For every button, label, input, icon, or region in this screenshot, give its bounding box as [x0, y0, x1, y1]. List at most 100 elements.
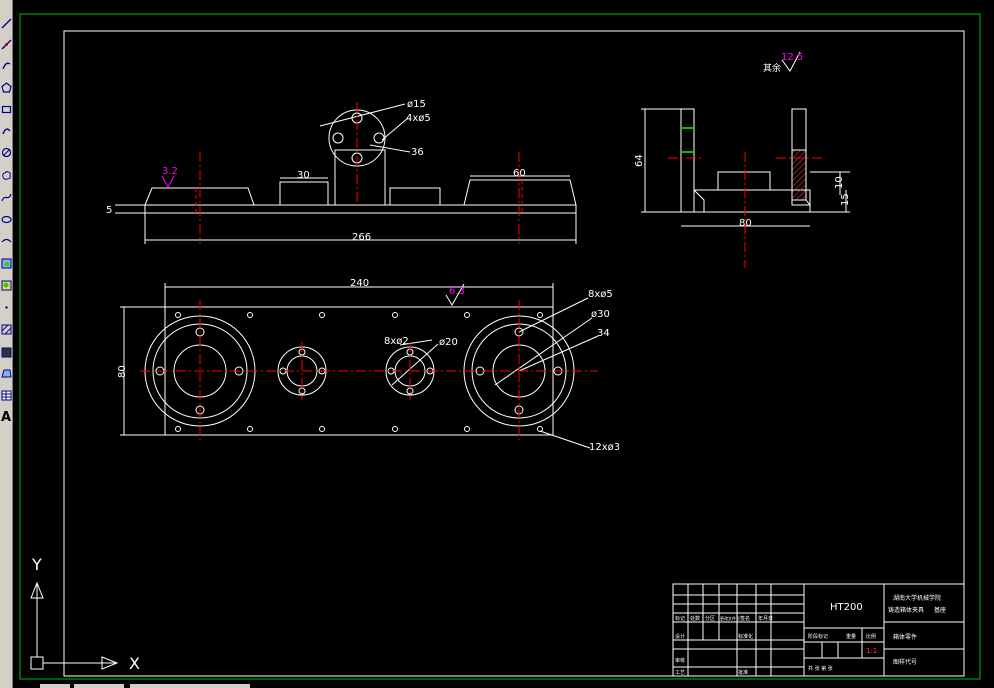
- title-drawing-name: 基座: [934, 606, 946, 614]
- side-dim-height: 64: [634, 154, 645, 167]
- side-dim-10-label: 10: [834, 176, 845, 189]
- point-tool-button[interactable]: [0, 298, 12, 316]
- front-leader: [381, 117, 409, 141]
- front-block-right: [389, 187, 441, 206]
- multiline-text-tool-icon: A: [0, 409, 12, 425]
- table-tool-button[interactable]: [0, 386, 12, 404]
- draw-toolbar: A: [0, 0, 13, 688]
- title-approve: 批准: [738, 669, 748, 676]
- front-block-30: [279, 181, 329, 206]
- title-review: 审核: [675, 657, 685, 664]
- side-dim-15-label: 15: [840, 193, 851, 206]
- front-leader: [319, 103, 406, 127]
- title-left-cell: 年月日: [758, 615, 773, 622]
- make-block-tool-icon: [1, 276, 12, 295]
- circle-tool-icon: [1, 143, 12, 162]
- title-left-cell: 签名: [740, 615, 750, 622]
- layout-tab-1[interactable]: [74, 684, 124, 688]
- table-tool-icon: [1, 386, 12, 405]
- spline-tool-icon: [0, 188, 12, 207]
- front-column: [334, 149, 386, 206]
- side-left-profile: [680, 108, 705, 213]
- polyline-tool-icon: [1, 56, 12, 75]
- title-left-cell: 标记: [675, 615, 685, 622]
- sheet-outer-border: [19, 13, 981, 680]
- gradient-tool-button[interactable]: [0, 343, 12, 361]
- ellipse-tool-button[interactable]: [0, 210, 12, 228]
- top-roughness-symbol: 6.3: [445, 283, 465, 306]
- title-block: [672, 583, 965, 677]
- front-dim-5: 5: [106, 205, 112, 216]
- front-roughness-symbol: 3.2: [161, 166, 178, 189]
- layout-tab-model[interactable]: [40, 684, 70, 688]
- polygon-tool-icon: [0, 78, 12, 97]
- layout-tab-2[interactable]: [130, 684, 250, 688]
- title-school: 湖南大学机械学院: [893, 594, 941, 602]
- title-sheet-row: 共 张 第 张: [808, 665, 833, 672]
- top-leader: [518, 335, 599, 372]
- top-view-labels: 240 80 8xø5 ø30 34 8xø2 ø20 12xø3: [117, 278, 620, 453]
- arc-tool-button[interactable]: [0, 121, 12, 139]
- multiline-text-tool-button[interactable]: A: [0, 408, 12, 426]
- construction-line-tool-button[interactable]: [0, 35, 12, 53]
- front-leader: [369, 144, 411, 153]
- drawing-canvas[interactable]: 266 5 30 60 ø15 4xø5 36 3.2: [13, 0, 994, 684]
- spline-tool-button[interactable]: [0, 188, 12, 206]
- front-roughness-value: 3.2: [162, 166, 178, 177]
- side-hatch-area: [791, 149, 807, 201]
- side-centerlines: [668, 152, 822, 268]
- title-drawing-number: 图样代号: [893, 658, 917, 666]
- front-dim-pcd: 36: [411, 147, 424, 158]
- revision-cloud-tool-icon: [1, 166, 12, 185]
- revision-cloud-tool-button[interactable]: [0, 166, 12, 184]
- make-block-tool-button[interactable]: [0, 276, 12, 294]
- drawing-frame: [63, 30, 965, 677]
- top-dim-30: ø30: [591, 309, 610, 320]
- title-left-cell: 更改文件号: [720, 615, 740, 621]
- front-flange-hole-3: [332, 132, 344, 144]
- insert-block-tool-button[interactable]: [0, 254, 12, 272]
- region-tool-icon: [0, 364, 12, 383]
- side-roughness-value: 12.5: [781, 52, 803, 63]
- top-dim-8x2: 8xø2: [384, 336, 409, 347]
- side-slot-marks: [681, 127, 694, 153]
- top-leader: [539, 430, 591, 449]
- top-dim-height: 80: [117, 365, 128, 378]
- front-left-boss: [144, 187, 255, 206]
- front-flange-hole-4: [373, 132, 385, 144]
- hatch-tool-icon: [1, 320, 12, 339]
- ucs-y-label: Y: [31, 555, 42, 574]
- front-base-plate: [144, 204, 577, 214]
- title-part-title: 铸造箱体夹具: [888, 606, 924, 614]
- circle-tool-button[interactable]: [0, 143, 12, 161]
- rectangle-tool-icon: [1, 100, 12, 119]
- top-leader: [494, 317, 593, 386]
- polygon-tool-button[interactable]: [0, 78, 12, 96]
- title-weight: 重量: [846, 633, 856, 640]
- top-centerlines: [140, 300, 598, 440]
- side-top-block: [717, 171, 771, 191]
- hatch-tool-button[interactable]: [0, 320, 12, 338]
- title-standardization: 标准化: [738, 633, 753, 640]
- title-left-cell: 处数: [690, 615, 700, 622]
- rectangle-tool-button[interactable]: [0, 100, 12, 118]
- top-view: [120, 283, 599, 449]
- front-dim-266: 266: [352, 232, 371, 243]
- polyline-tool-button[interactable]: [0, 56, 12, 74]
- top-dim-20: ø20: [439, 337, 458, 348]
- region-tool-button[interactable]: [0, 364, 12, 382]
- ucs-icon: [30, 581, 119, 670]
- side-view: [641, 108, 850, 227]
- front-view-labels: 266 5 30 60 ø15 4xø5 36: [106, 99, 526, 243]
- top-dim-34: 34: [597, 328, 610, 339]
- gradient-tool-icon: [1, 343, 12, 362]
- front-dim-boss-dia: ø15: [407, 99, 426, 110]
- arc-tool-icon: [1, 121, 12, 140]
- ellipse-arc-tool-button[interactable]: [0, 232, 12, 250]
- title-material: HT200: [830, 602, 863, 613]
- line-tool-button[interactable]: [0, 14, 12, 32]
- top-leader: [518, 297, 589, 333]
- insert-block-tool-icon: [1, 254, 12, 273]
- top-leader: [391, 343, 439, 386]
- title-scale-value: 1:1: [866, 647, 877, 655]
